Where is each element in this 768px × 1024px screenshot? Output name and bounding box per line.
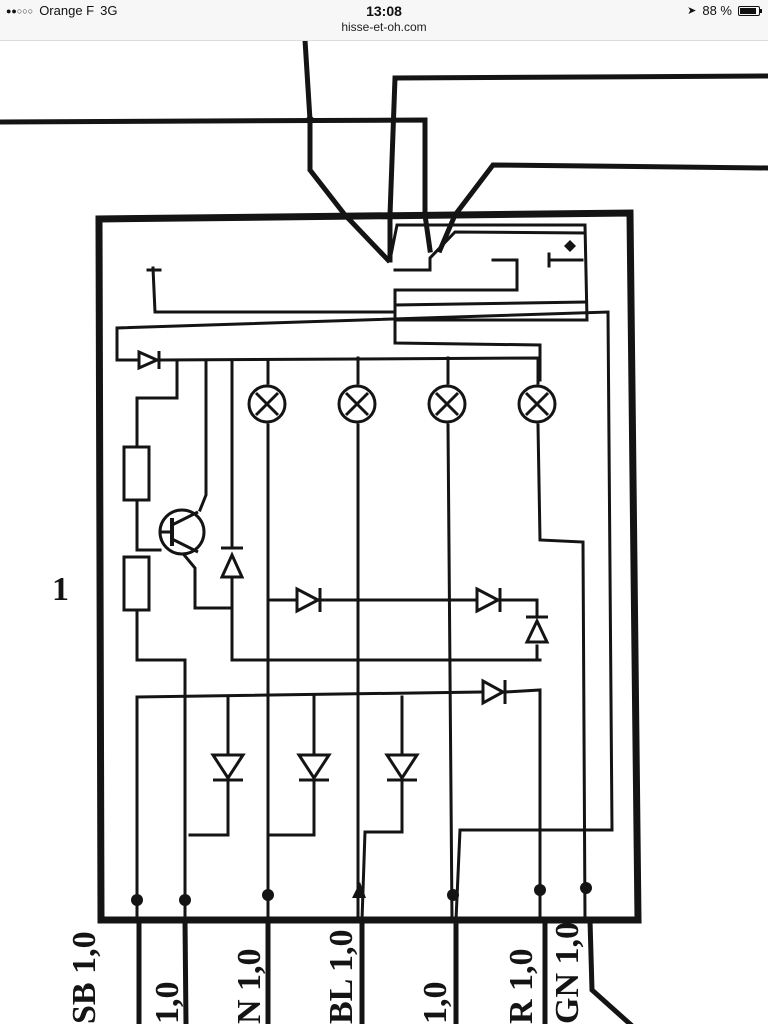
- connector-labels: SB 1,0 1,0 N 1,0 BL 1,0 1,0 R 1,0 GN 1,0: [66, 922, 586, 1024]
- diode-icon: [475, 586, 502, 614]
- resistor-icon: [122, 555, 151, 612]
- signal-dots-icon: ●●○○○: [6, 5, 34, 16]
- diode-icon: [210, 753, 246, 782]
- diode-icon: [481, 678, 507, 706]
- resistor-icon: [122, 445, 151, 502]
- connector-label-n: N 1,0: [231, 948, 268, 1024]
- wiring-diagram-image: 1 SB 1,0 1,0 N 1,0 BL 1,0 1,0 R 1,0 GN 1…: [0, 40, 768, 1024]
- carrier-name: Orange F: [39, 3, 95, 18]
- address-bar-url[interactable]: hisse-et-oh.com: [341, 20, 427, 34]
- external-wires: [0, 40, 768, 264]
- battery-fill: [740, 7, 756, 14]
- relay-contact-marker: [564, 240, 576, 252]
- resistors: [122, 445, 151, 612]
- output-wires: [136, 917, 634, 1024]
- terminal-dots: [131, 116, 592, 906]
- connector-label-r: R 1,0: [503, 948, 540, 1024]
- lamp-crosses: [254, 391, 550, 417]
- battery-icon: [738, 5, 762, 16]
- diode-icon: [524, 615, 550, 644]
- status-time: 13:08: [366, 3, 402, 19]
- lamps: [247, 384, 557, 424]
- connector-label-bl: BL 1,0: [323, 930, 360, 1024]
- diodes: [137, 349, 550, 782]
- carrier-info: ●●○○○ Orange F 3G: [6, 3, 117, 18]
- connector-label-1: 1,0: [149, 982, 186, 1024]
- module-outline: [95, 209, 642, 924]
- diode-icon: [296, 753, 332, 782]
- connector-label-sb: SB 1,0: [66, 931, 103, 1024]
- network-type: 3G: [100, 3, 118, 18]
- diode-icon: [384, 753, 420, 782]
- connector-label-2: 1,0: [417, 982, 454, 1024]
- battery-info: ➤ 88 %: [687, 3, 762, 18]
- connector-label-gn: GN 1,0: [549, 922, 586, 1024]
- status-bar: ●●○○○ Orange F 3G 13:08 hisse-et-oh.com …: [0, 0, 768, 41]
- diode-icon: [137, 349, 161, 371]
- wiring-diagram-svg: 1 SB 1,0 1,0 N 1,0 BL 1,0 1,0 R 1,0 GN 1…: [0, 40, 768, 1024]
- panel-number: 1: [52, 571, 69, 608]
- battery-percentage: 88 %: [702, 3, 732, 18]
- location-arrow-icon: ➤: [687, 5, 697, 17]
- transistor-icon: [158, 508, 206, 556]
- internal-wiring: [115, 266, 614, 922]
- diode-icon: [295, 586, 322, 614]
- diode-icon: [219, 546, 245, 579]
